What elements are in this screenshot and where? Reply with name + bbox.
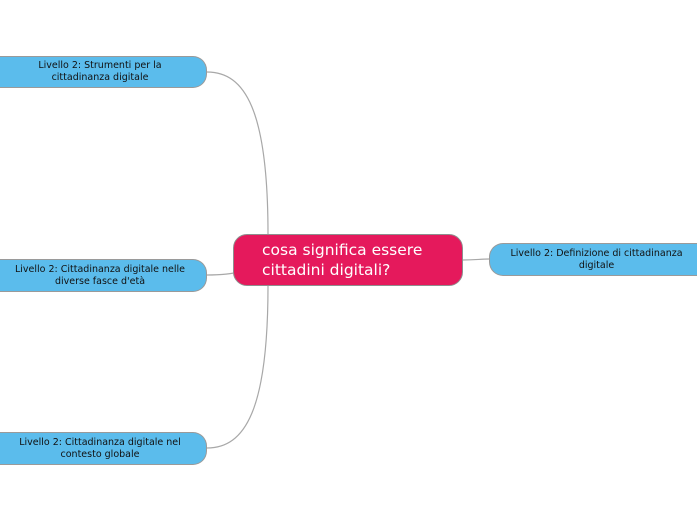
branch-node-fasce-eta[interactable]: Livello 2: Cittadinanza digitale nelle d… (0, 259, 207, 292)
connector-to-contesto-globale (206, 285, 269, 449)
branch-label: Livello 2: Cittadinanza digitale nel con… (19, 436, 181, 460)
branch-node-contesto-globale[interactable]: Livello 2: Cittadinanza digitale nel con… (0, 432, 207, 465)
branch-node-strumenti[interactable]: Livello 2: Strumenti per la cittadinanza… (0, 56, 207, 88)
branch-label: Livello 2: Strumenti per la cittadinanza… (38, 60, 162, 83)
branch-label: Livello 2: Cittadinanza digitale nelle d… (14, 263, 186, 287)
branch-label: Livello 2: Definizione di cittadinanza d… (510, 247, 683, 271)
central-topic-node[interactable]: cosa significa essere cittadini digitali… (233, 234, 463, 286)
connector-to-definizione (462, 258, 490, 261)
branch-node-definizione[interactable]: Livello 2: Definizione di cittadinanza d… (489, 243, 697, 276)
connector-to-strumenti (206, 71, 269, 235)
central-topic-text: cosa significa essere cittadini digitali… (262, 241, 423, 279)
